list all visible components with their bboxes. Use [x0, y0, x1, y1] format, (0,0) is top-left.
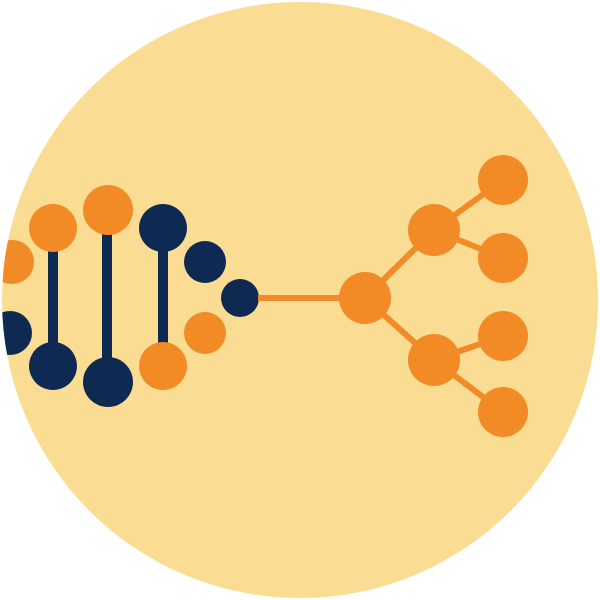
helix-rung	[48, 228, 58, 368]
helix-node	[29, 342, 77, 390]
network-branch-node	[408, 334, 460, 386]
helix-node	[29, 204, 77, 252]
network-leaf-node	[478, 233, 528, 283]
helix-node	[83, 357, 133, 407]
helix-node	[184, 312, 226, 354]
helix-node	[83, 185, 133, 235]
helix-node	[139, 204, 187, 252]
helix-node	[139, 342, 187, 390]
helix-node	[2, 240, 34, 284]
helix-node	[184, 241, 226, 283]
network-leaf-node	[478, 387, 528, 437]
network-tree	[258, 155, 528, 437]
helix-rung	[158, 228, 168, 368]
helix-rung	[102, 210, 112, 385]
helix-node	[2, 311, 32, 355]
network-hub-node	[339, 272, 391, 324]
dna-helix	[2, 185, 259, 407]
helix-node	[221, 279, 259, 317]
network-leaf-node	[478, 155, 528, 205]
network-leaf-node	[478, 311, 528, 361]
network-branch-node	[408, 204, 460, 256]
